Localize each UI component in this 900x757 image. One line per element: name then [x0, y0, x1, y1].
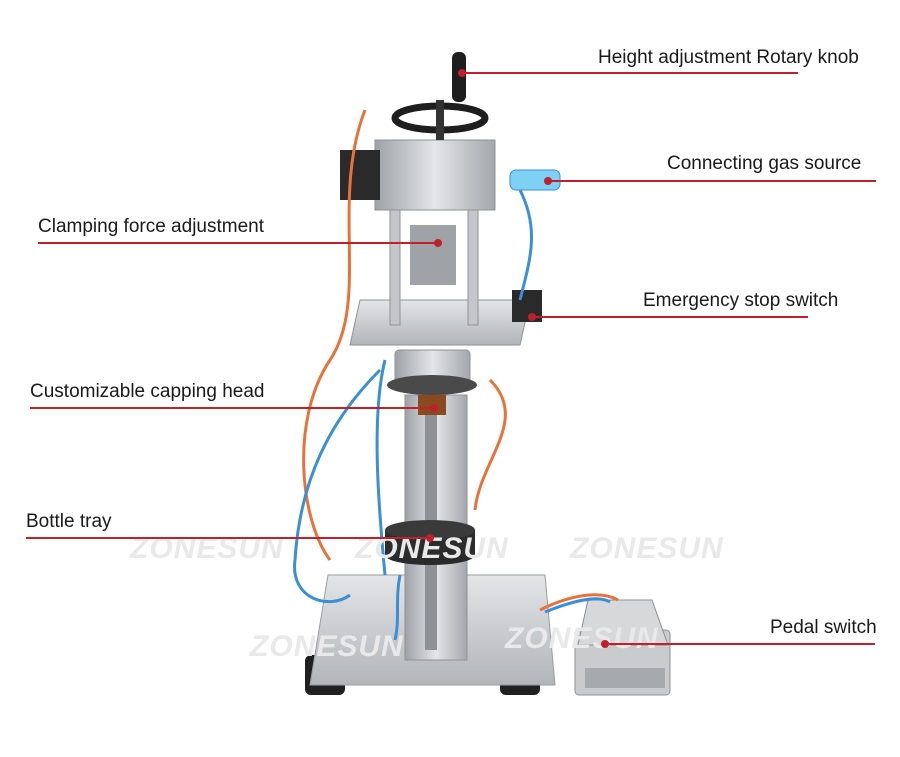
leader-capping-head — [30, 407, 434, 409]
watermark-4: ZONESUN — [250, 630, 404, 663]
air-hoses — [293, 109, 619, 641]
label-gas-source: Connecting gas source — [667, 153, 862, 174]
upper-plate — [349, 299, 531, 346]
watermark-3: ZONESUN — [570, 532, 724, 565]
leader-dot-capping-head — [430, 404, 438, 412]
leader-gas-source — [548, 180, 876, 182]
leader-dot-clamping-force — [434, 239, 442, 247]
label-clamping-force: Clamping force adjustment — [38, 216, 264, 237]
leader-dot-emergency-stop — [528, 313, 536, 321]
leader-height-knob — [462, 72, 798, 74]
label-emergency-stop: Emergency stop switch — [643, 290, 839, 311]
watermark-5: ZONESUN — [505, 622, 659, 655]
pedal-switch — [574, 599, 671, 696]
leader-dot-pedal-switch — [601, 640, 609, 648]
air-cylinder — [340, 139, 496, 211]
leader-pedal-switch — [605, 643, 875, 645]
label-bottle-tray: Bottle tray — [26, 511, 112, 532]
leader-dot-gas-source — [544, 177, 552, 185]
guide-rods — [389, 204, 479, 326]
leader-dot-height-knob — [458, 69, 466, 77]
bottle-tray — [385, 520, 475, 565]
leader-clamping-force — [38, 242, 438, 244]
label-height-knob: Height adjustment Rotary knob — [598, 47, 859, 68]
leader-dot-bottle-tray — [426, 534, 434, 542]
label-capping-head: Customizable capping head — [30, 381, 265, 402]
label-pedal-switch: Pedal switch — [770, 617, 877, 638]
leader-bottle-tray — [26, 537, 430, 539]
leader-emergency-stop — [532, 316, 808, 318]
handwheel — [391, 52, 489, 140]
